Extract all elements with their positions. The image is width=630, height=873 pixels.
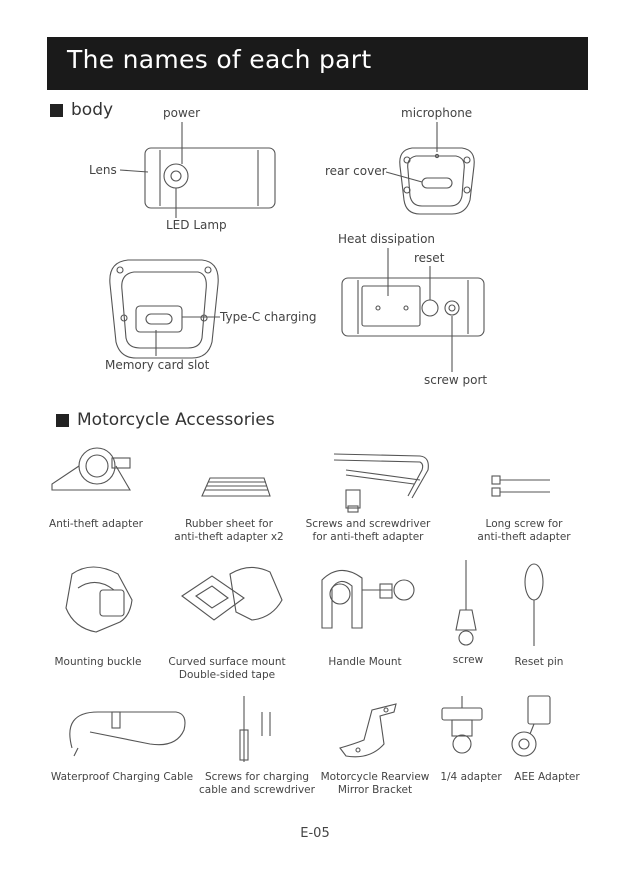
caption-line: AEE Adapter (514, 771, 580, 783)
caption-line: Reset pin (514, 656, 564, 668)
caption-line: cable and screwdriver (199, 784, 315, 796)
caption-line: for anti-theft adapter (312, 531, 424, 543)
camera-rear-small (385, 122, 475, 215)
caption-reset-pin: Reset pin (506, 656, 572, 669)
caption-anti-theft-adapter: Anti-theft adapter (44, 518, 148, 531)
caption-quarter-adapter: 1/4 adapter (436, 771, 506, 784)
caption-line: Screws for charging (204, 771, 310, 783)
caption-handle-mount: Handle Mount (322, 656, 408, 669)
anti-theft-adapter-drawing (51, 447, 131, 491)
label-microphone: microphone (401, 106, 473, 120)
label-reset: reset (414, 251, 445, 265)
screwdriver-drawing (333, 453, 429, 513)
caption-line: anti-theft adapter x2 (174, 531, 284, 543)
long-screws-drawing (491, 475, 550, 497)
page-title: The names of each part (67, 45, 372, 74)
label-power: power (163, 106, 201, 120)
caption-line: Mirror Bracket (337, 784, 413, 796)
caption-line: Anti-theft adapter (49, 518, 143, 530)
handle-mount-drawing (321, 569, 415, 629)
curved-mount-drawing (181, 566, 283, 621)
caption-line: Waterproof Charging Cable (50, 771, 194, 783)
caption-line: Rubber sheet for (185, 518, 273, 530)
quarter-adapter-drawing (441, 696, 483, 754)
caption-line: anti-theft adapter (477, 531, 571, 543)
caption-mounting-buckle: Mounting buckle (48, 656, 148, 669)
caption-aee-adapter: AEE Adapter (510, 771, 584, 784)
accessories-section-heading: Motorcycle Accessories (56, 410, 275, 430)
accessories-heading-text: Motorcycle Accessories (77, 410, 275, 430)
heading-bullet (56, 413, 69, 427)
caption-long-screw: Long screw for anti-theft adapter (472, 518, 576, 544)
screw-drawing (455, 560, 477, 646)
label-led-lamp: LED Lamp (166, 218, 227, 232)
caption-line: Double-sided tape (178, 669, 276, 681)
caption-line: Curved surface mount (168, 656, 286, 668)
caption-screws-and-screwdriver: Screws and screwdriver for anti-theft ad… (300, 518, 436, 544)
label-lens: Lens (89, 163, 117, 177)
caption-rubber-sheet: Rubber sheet for anti-theft adapter x2 (170, 518, 288, 544)
caption-line: Screws and screwdriver (305, 518, 431, 530)
charging-cable-drawing (69, 711, 186, 757)
label-screw-port: screw port (424, 373, 488, 387)
title-banner: The names of each part (47, 37, 588, 90)
caption-line: 1/4 adapter (440, 771, 502, 783)
caption-curved-surface-mount: Curved surface mount Double-sided tape (166, 656, 288, 682)
caption-screw: screw (446, 654, 490, 667)
reset-pin-drawing (524, 563, 544, 646)
page-number: E-05 (300, 826, 330, 841)
charging-screws-drawing (239, 696, 271, 762)
body-heading-text: body (71, 100, 114, 120)
camera-side-view (119, 122, 276, 218)
caption-line: screw (452, 654, 484, 666)
camera-rear-large (109, 259, 220, 359)
rubber-sheet-drawing (201, 477, 271, 497)
mounting-buckle-drawing (65, 566, 133, 633)
mirror-bracket-drawing (339, 703, 397, 758)
label-rear-cover: rear cover (325, 164, 387, 178)
caption-line: Motorcycle Rearview (320, 771, 430, 783)
caption-line: Handle Mount (328, 656, 402, 668)
caption-charging-screws: Screws for charging cable and screwdrive… (198, 771, 316, 797)
caption-line: Mounting buckle (54, 656, 142, 668)
heading-bullet (50, 103, 63, 117)
camera-bottom-view (341, 248, 485, 372)
label-type-c-charging: Type-C charging (220, 310, 317, 324)
aee-adapter-drawing (511, 695, 551, 757)
caption-line: Long screw for (485, 518, 563, 530)
body-section-heading: body (50, 100, 113, 120)
label-memory-card-slot: Memory card slot (105, 358, 210, 372)
caption-mirror-bracket: Motorcycle Rearview Mirror Bracket (316, 771, 434, 797)
label-heat-dissipation: Heat dissipation (338, 232, 436, 246)
caption-waterproof-cable: Waterproof Charging Cable (48, 771, 196, 784)
